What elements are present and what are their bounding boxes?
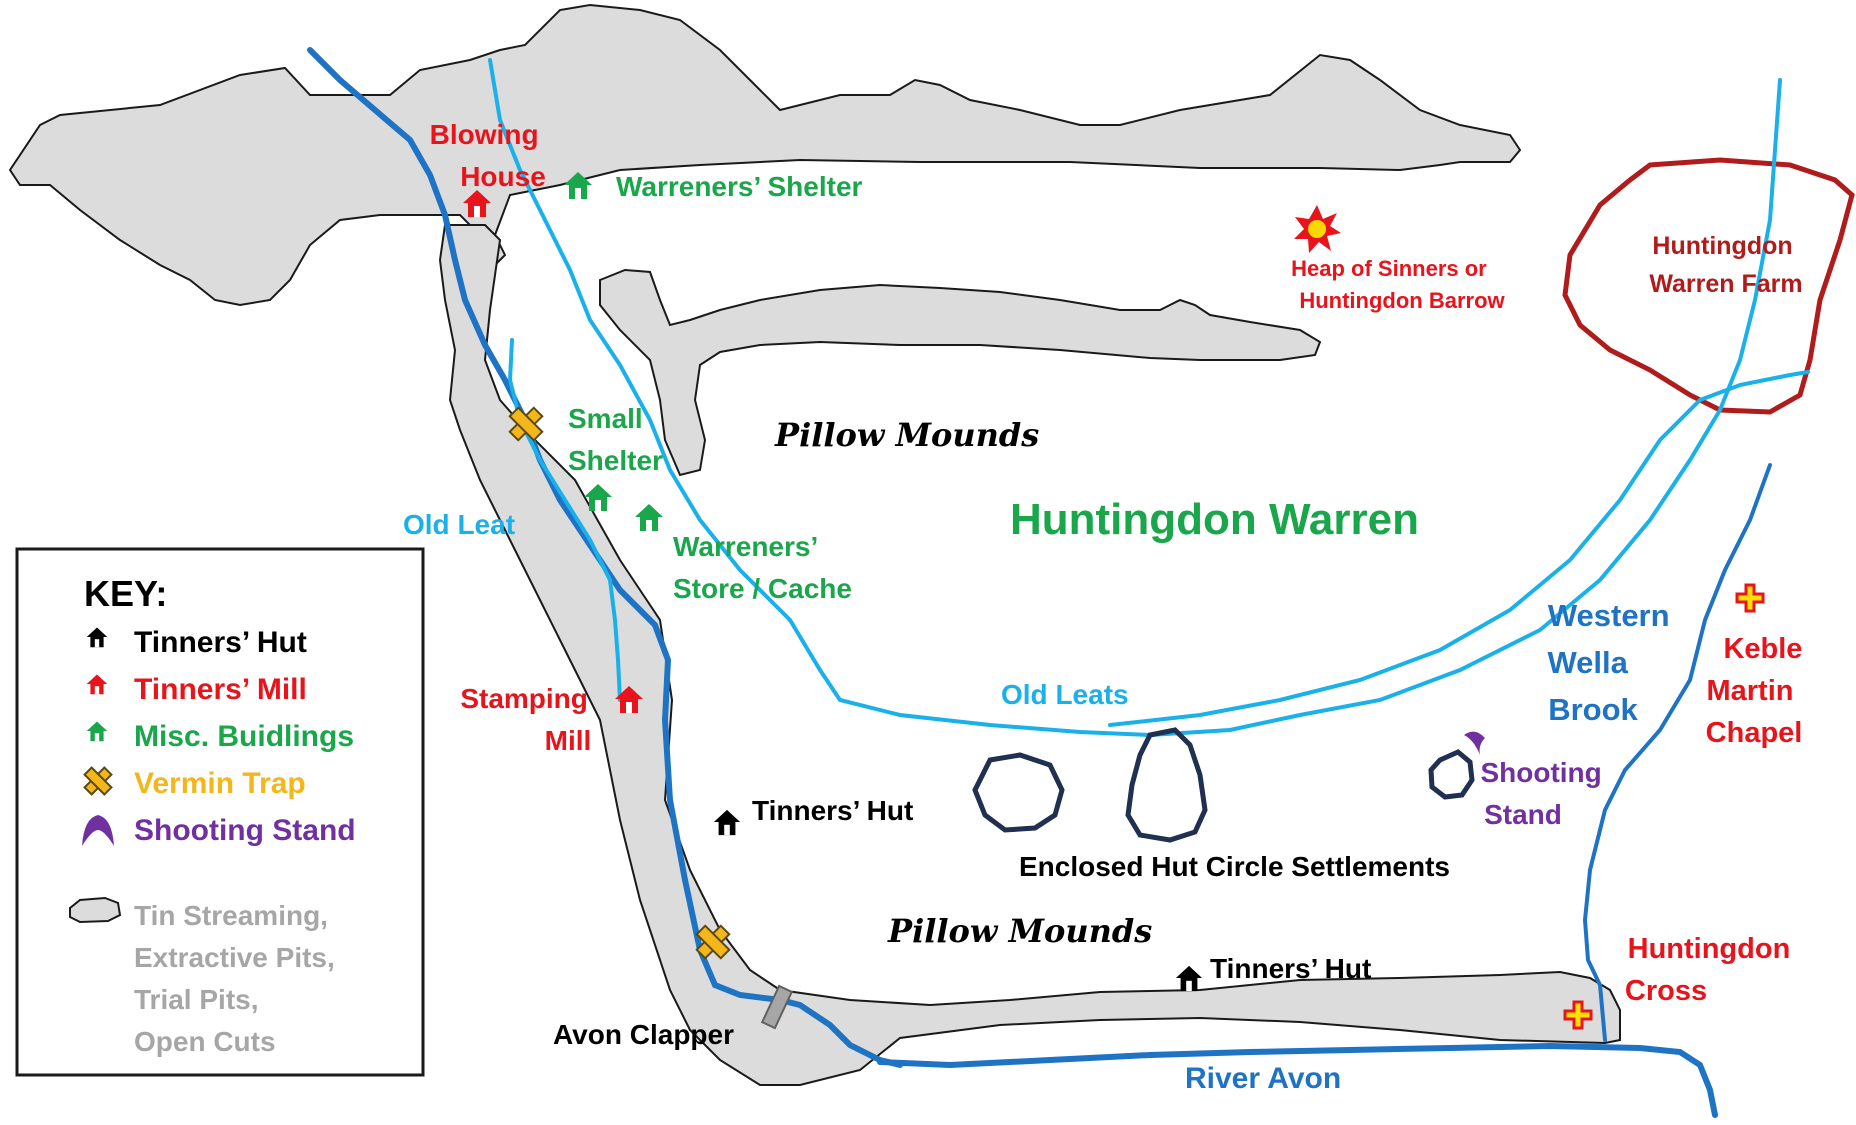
shooting-stand-label: Shooting Stand [1480,757,1609,830]
small-shelter-label: Small Shelter [568,403,663,476]
western-wella-brook [1582,463,1772,1042]
warreners-store-label: Warreners’ Store / Cache [673,531,852,604]
blowing-house-label: Blowing House [430,119,547,192]
key-item-hut-label: Tinners’ Hut [134,626,307,659]
old-leats-label: Old Leats [1001,679,1129,710]
vermin-trap-north-icon [508,406,544,442]
warren-farm-label-line1: Huntingdon [1652,232,1792,260]
warreners-shelter-label: Warreners’ Shelter [616,171,863,202]
blowing-house-label-line1: Blowing [430,119,539,150]
hut-circle-1 [972,752,1065,833]
leat-south [1108,370,1810,727]
barrow-sun-icon [1294,205,1341,253]
key-tin-line3: Trial Pits, [134,984,259,1015]
avon-clapper-bridge [760,984,794,1030]
map-symbols [463,172,1765,1030]
keble-martin-chapel-label: Keble Martin Chapel [1706,633,1811,749]
heap-of-sinners-label-line1: Heap of Sinners or [1291,256,1487,281]
hut-circle-3 [1428,749,1475,800]
hut-circle-2 [1125,727,1208,843]
western-wella-brook-label: Western Wella Brook [1547,598,1678,727]
warreners-store-label-line2: Store / Cache [673,573,852,604]
western-wella-brook-label-line3: Brook [1548,692,1638,727]
key-shooting-stand-icon [82,815,114,846]
warreners-store-label-line1: Warreners’ [673,531,817,562]
shooting-stand-label-line1: Shooting [1480,757,1601,788]
key-vermin-trap-icon [83,766,113,796]
shooting-stand-label-line2: Stand [1484,799,1562,830]
tinners-hut-west-icon [713,809,741,836]
old-leat-branch [507,338,622,702]
stamping-mill-label-line2: Mill [545,725,592,756]
heap-of-sinners-label: Heap of Sinners or Huntingdon Barrow [1291,256,1505,313]
keble-martin-chapel-label-line3: Chapel [1706,717,1803,749]
tin-streaming-areas [8,3,1621,1086]
vermin-trap-south-icon [695,924,731,960]
key-box [15,547,425,1077]
keble-martin-chapel-label-line2: Martin [1706,675,1793,707]
key-tin-line1: Tin Streaming, [134,900,328,931]
leats [488,58,1810,738]
keble-chapel-cross-icon [1735,583,1765,613]
tinners-hut-west-label: Tinners’ Hut [752,795,913,826]
key-item-building-label: Misc. Buidlings [134,720,354,753]
warren-farm-label: Huntingdon Warren Farm [1649,232,1802,298]
map-title: Huntingdon Warren [1010,495,1419,544]
small-shelter-label-line2: Shelter [568,445,663,476]
stamping-mill-label: Stamping Mill [460,683,595,756]
huntingdon-cross-label-line2: Cross [1625,975,1707,1007]
tin-area-north [8,3,1522,307]
key-tin-line4: Open Cuts [134,1026,276,1057]
river-avon-label: River Avon [1185,1062,1341,1095]
heap-of-sinners-label-line2: Huntingdon Barrow [1299,288,1505,313]
key-heading: KEY: [84,573,167,614]
river-avon [877,1042,1718,1118]
keble-martin-chapel-label-line1: Keble [1723,633,1802,665]
shooting-stand-icon [1464,731,1485,755]
stamping-mill-label-line1: Stamping [460,683,588,714]
warren-farm-boundary [1562,157,1855,415]
western-wella-brook-label-line2: Wella [1547,645,1628,680]
huntingdon-cross-icon [1563,1000,1593,1030]
key-item-mill-label: Tinners’ Mill [134,673,307,706]
key-item-shooting-stand-label: Shooting Stand [134,814,356,847]
pillow-mounds-south-label: Pillow Mounds [887,912,1152,950]
tinners-hut-south-icon [1175,965,1203,992]
huntingdon-cross-label-line1: Huntingdon [1628,933,1791,965]
leat-north [488,58,1782,738]
rivers-dark [307,47,1772,1118]
tinners-hut-south-label: Tinners’ Hut [1210,953,1371,984]
map-key: KEY: Tinners’ Hut Tinners’ Mill Misc. Bu… [15,547,425,1077]
western-wella-brook-label-line1: Western [1548,598,1670,633]
huntingdon-cross-label: Huntingdon Cross [1625,933,1798,1007]
enclosed-settlements-label: Enclosed Hut Circle Settlements [1019,851,1450,882]
key-tin-line2: Extractive Pits, [134,942,335,973]
warren-farm-label-line2: Warren Farm [1649,270,1802,298]
tin-area-middle [599,268,1322,477]
key-item-vermin-trap-label: Vermin Trap [134,767,306,800]
key-tin-area-swatch [69,896,122,924]
avon-clapper-label: Avon Clapper [553,1019,734,1050]
warreners-store-building-icon [635,504,663,531]
key-tin-description: Tin Streaming, Extractive Pits, Trial Pi… [134,900,343,1057]
tin-area-channel [438,224,1621,1086]
small-shelter-label-line1: Small [568,403,643,434]
map-labels: Blowing House Warreners’ Shelter Heap of… [403,119,1811,1095]
old-leat-label: Old Leat [403,509,515,540]
pillow-mounds-north-label: Pillow Mounds [774,416,1039,454]
blowing-house-label-line2: House [460,161,546,192]
hut-circles [972,727,1475,843]
